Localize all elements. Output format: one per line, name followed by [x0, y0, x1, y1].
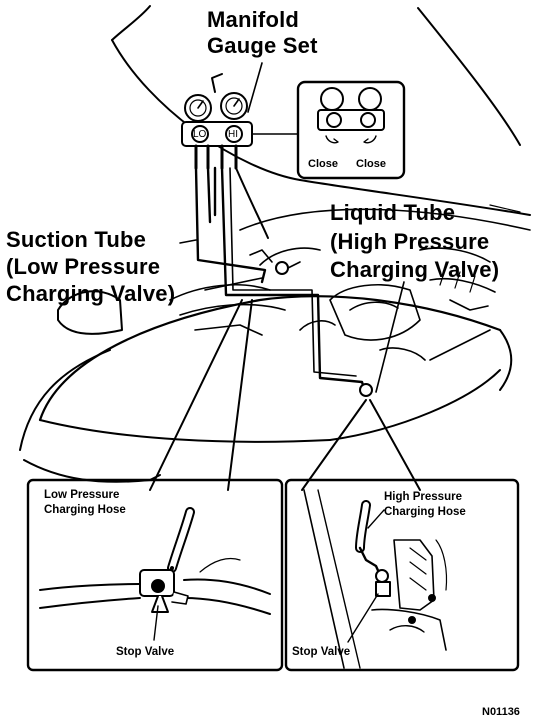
- high-side-valve-knob: [225, 125, 243, 143]
- manifold-label-line2: Gauge Set: [207, 33, 318, 58]
- gauge-lo-label: LO: [193, 129, 207, 140]
- liquid-tube-valve: [359, 383, 373, 397]
- high-pressure-gauge: [220, 92, 248, 120]
- gauge-hi-label: HI: [228, 129, 238, 140]
- manifold-label-line1: Manifold: [207, 7, 300, 32]
- charging-hoses: [194, 166, 367, 394]
- stop-valve-label-left: Stop Valve: [116, 646, 175, 658]
- high-pressure-charging-hose: [220, 166, 367, 394]
- low-pressure-charging-hose: [194, 166, 267, 284]
- charging-valves: [275, 261, 373, 397]
- manifold-gauge-set: [181, 73, 253, 170]
- close-label-right: Close: [356, 158, 386, 170]
- liquid-tube-label-line2: (High Pressure: [330, 229, 490, 254]
- low-pressure-hose-label-line2: Charging Hose: [44, 504, 126, 516]
- low-pressure-detail-box: [26, 478, 284, 672]
- suction-tube-label-line2: (Low Pressure: [6, 254, 161, 279]
- high-pressure-hose-label-line1: High Pressure: [384, 491, 462, 503]
- high-pressure-detail-box: [284, 478, 520, 672]
- close-label-left: Close: [308, 158, 338, 170]
- leader-lines: [149, 62, 521, 491]
- low-pressure-hose-label-line1: Low Pressure: [44, 489, 120, 501]
- stop-valve-label-right: Stop Valve: [292, 646, 351, 658]
- liquid-tube-label-line3: Charging Valve): [330, 257, 500, 282]
- high-pressure-hose-label-line2: Charging Hose: [384, 506, 466, 518]
- close-valves-inset: [251, 80, 406, 180]
- center-hose: [206, 166, 212, 224]
- figure-code: N01136: [482, 706, 520, 718]
- low-side-valve-knob: [191, 125, 209, 143]
- suction-tube-label-line1: Suction Tube: [6, 227, 147, 252]
- liquid-tube-label-line1: Liquid Tube: [330, 200, 456, 225]
- suction-tube-label-line3: Charging Valve): [6, 281, 176, 306]
- suction-tube-valve: [275, 261, 289, 275]
